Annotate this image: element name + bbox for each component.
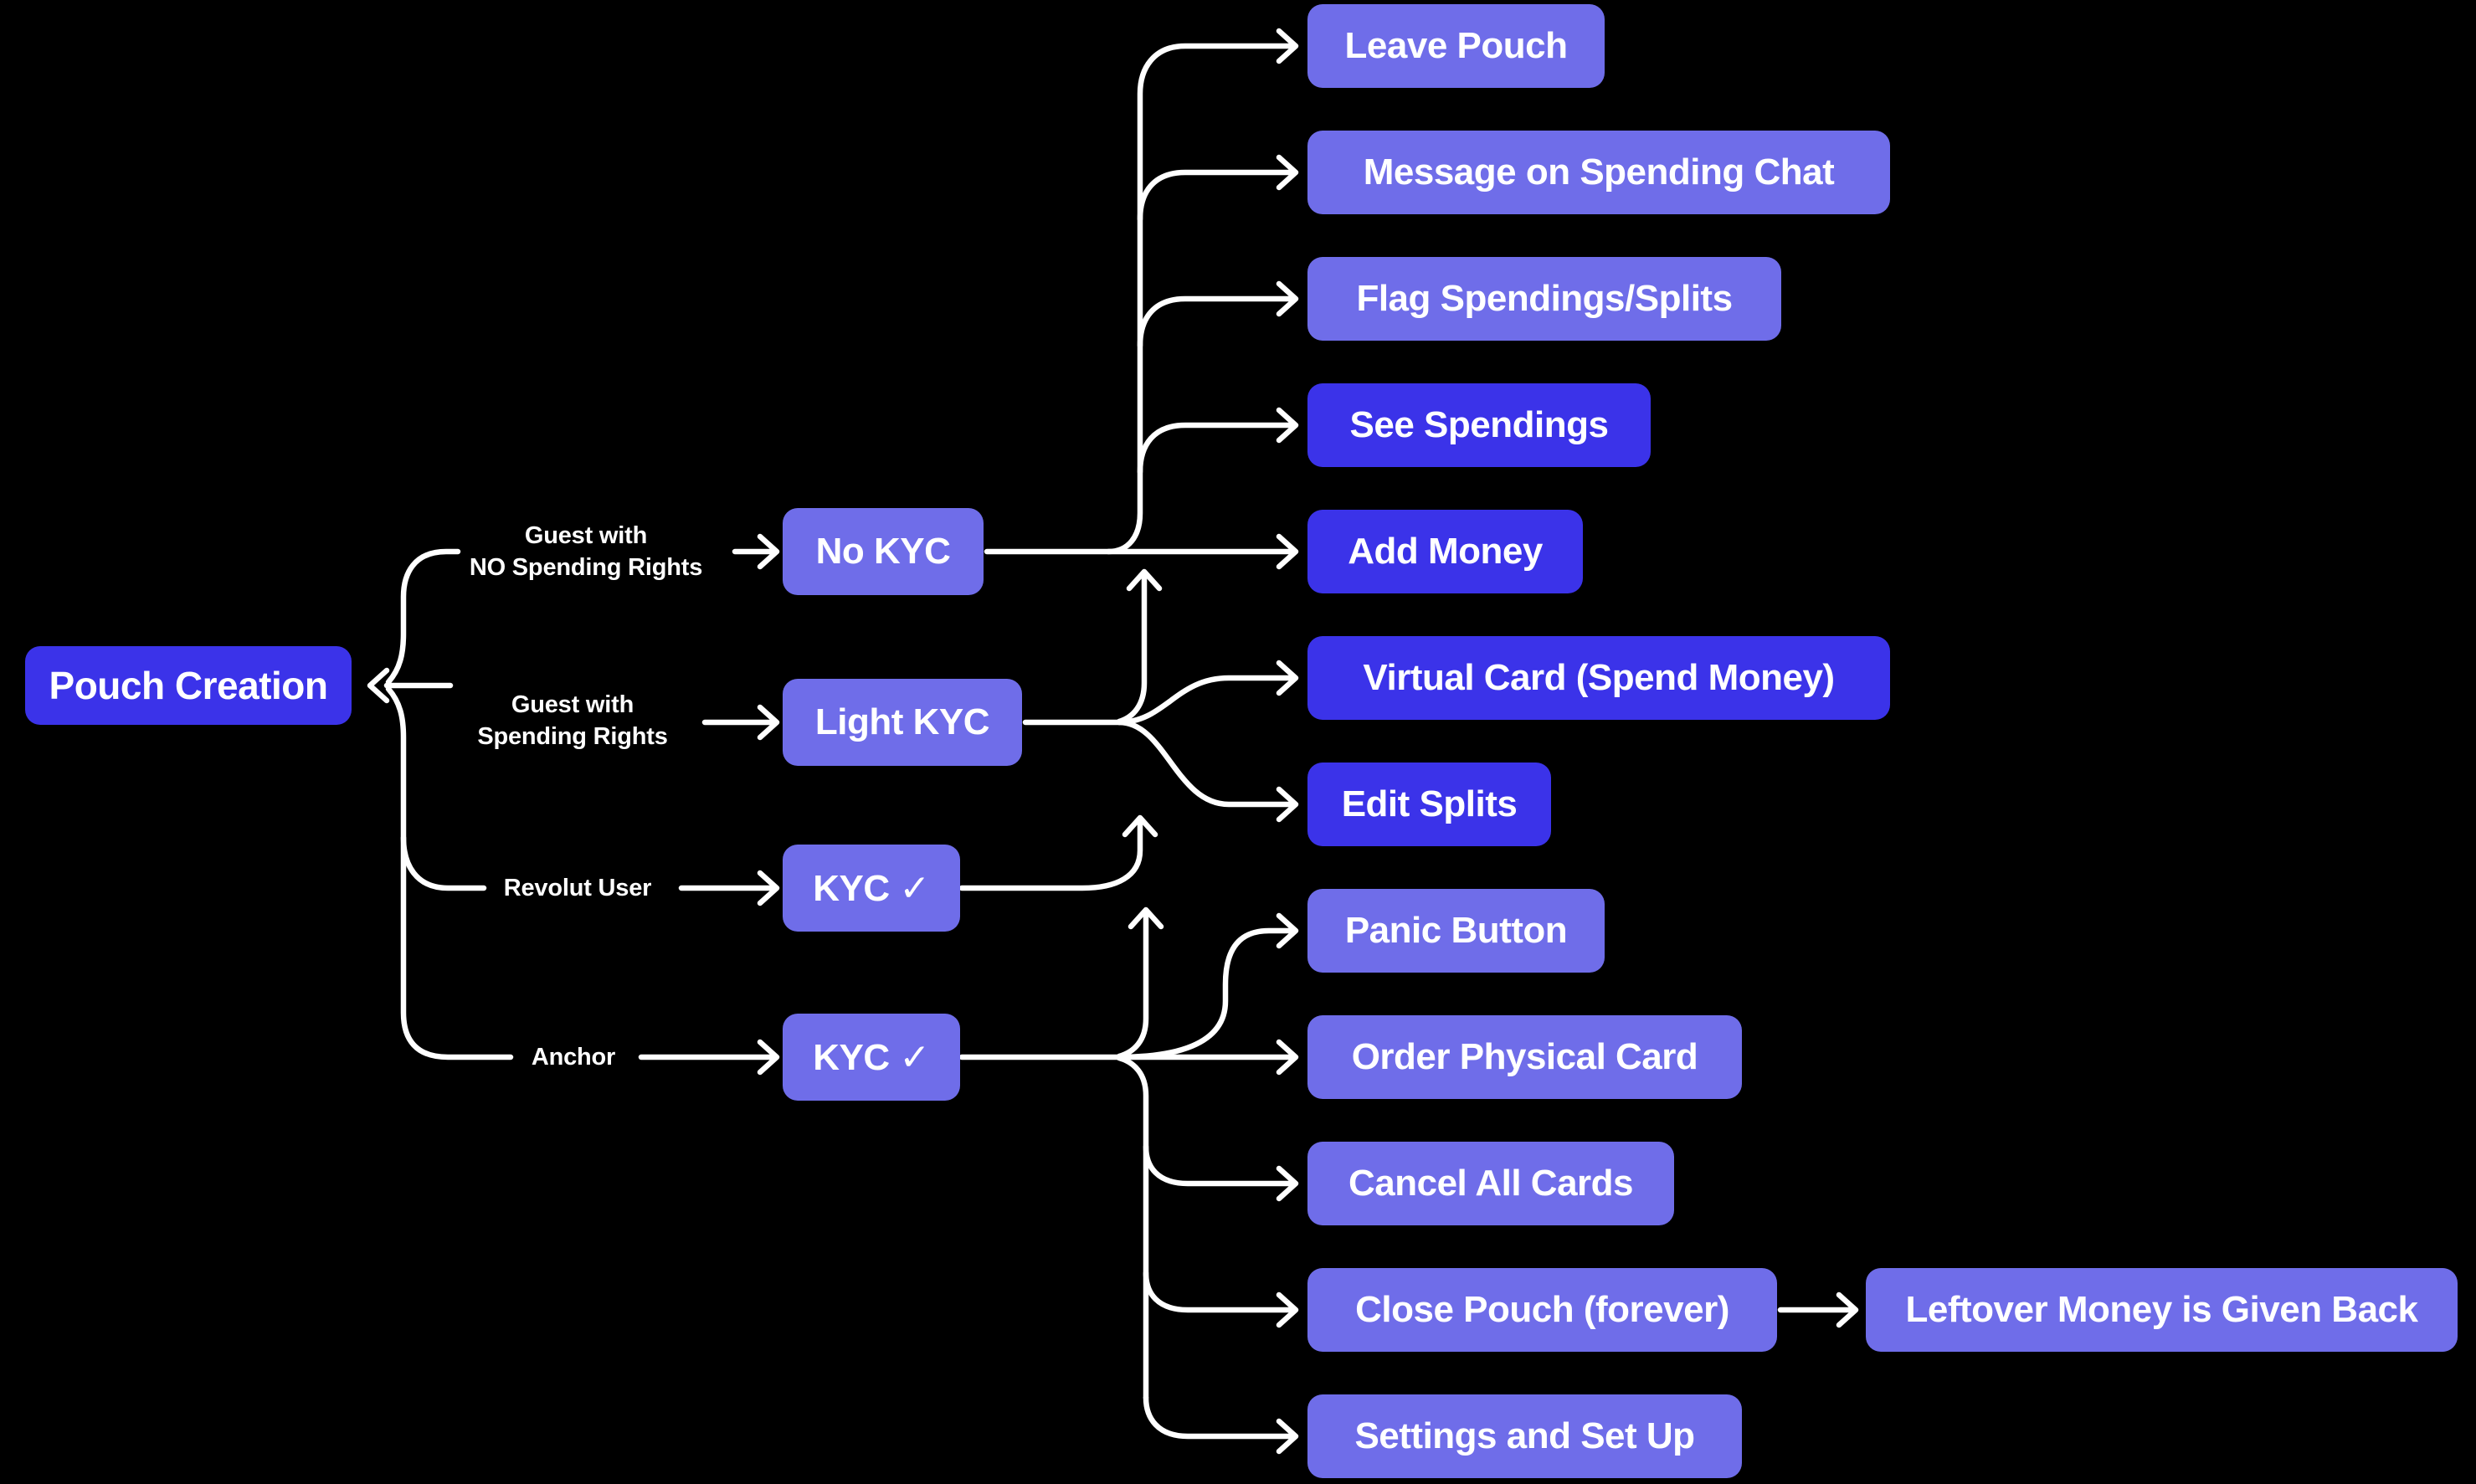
branch-edit-splits <box>1116 719 1299 823</box>
arrow-anchor-to-kyc <box>638 1039 780 1076</box>
branch-label-line: Guest with <box>524 522 648 549</box>
branch-label-guest-spending-rights: Guest with Spending Rights <box>422 680 723 761</box>
branch-panic-button <box>1116 912 1299 1060</box>
node-settings-and-set-up[interactable]: Settings and Set Up <box>1307 1394 1742 1478</box>
branch-virtual-card <box>1116 660 1299 726</box>
node-kyc-check-revolut[interactable]: KYC ✓ <box>783 845 960 932</box>
node-virtual-card-label: Virtual Card (Spend Money) <box>1363 657 1835 698</box>
node-close-pouch-forever-label: Close Pouch (forever) <box>1355 1289 1729 1330</box>
node-settings-and-set-up-label: Settings and Set Up <box>1354 1415 1695 1456</box>
branch-see-spendings <box>1137 407 1299 475</box>
anchor-kyc-branch-connectors <box>958 906 1299 1455</box>
arrow-guest-no-rights-to-no-kyc <box>732 533 780 570</box>
merge-arrow-up-to-light-kyc <box>958 814 1158 891</box>
branch-label-line: Revolut User <box>503 875 652 901</box>
node-virtual-card[interactable]: Virtual Card (Spend Money) <box>1307 636 1890 720</box>
branch-label-anchor: Anchor <box>448 1040 699 1075</box>
node-pouch-creation-label: Pouch Creation <box>49 664 328 707</box>
node-cancel-all-cards[interactable]: Cancel All Cards <box>1307 1142 1674 1225</box>
branch-label-line: Guest with <box>511 691 634 718</box>
node-message-on-spending-chat-label: Message on Spending Chat <box>1363 151 1835 193</box>
branch-cancel-cards <box>1143 1143 1299 1202</box>
node-no-kyc[interactable]: No KYC <box>783 508 984 595</box>
branch-label-guest-no-spending-rights: Guest with NO Spending Rights <box>435 511 737 592</box>
node-leave-pouch[interactable]: Leave Pouch <box>1307 4 1605 88</box>
node-panic-button[interactable]: Panic Button <box>1307 889 1605 973</box>
node-flag-spendings-splits-label: Flag Spendings/Splits <box>1356 278 1733 319</box>
node-see-spendings[interactable]: See Spendings <box>1307 383 1651 467</box>
node-pouch-creation[interactable]: Pouch Creation <box>25 646 352 725</box>
node-leave-pouch-label: Leave Pouch <box>1344 25 1568 66</box>
node-see-spendings-label: See Spendings <box>1349 404 1609 445</box>
node-edit-splits[interactable]: Edit Splits <box>1307 763 1551 846</box>
node-add-money-label: Add Money <box>1348 531 1543 572</box>
node-order-physical-card-label: Order Physical Card <box>1351 1036 1698 1077</box>
branch-settings <box>1143 1394 1299 1455</box>
node-order-physical-card[interactable]: Order Physical Card <box>1307 1015 1742 1099</box>
node-cancel-all-cards-label: Cancel All Cards <box>1348 1163 1634 1204</box>
node-leftover-money-given-back[interactable]: Leftover Money is Given Back <box>1866 1268 2458 1352</box>
node-light-kyc[interactable]: Light KYC <box>783 679 1022 766</box>
node-kyc-check-anchor[interactable]: KYC ✓ <box>783 1014 960 1101</box>
arrow-close-pouch-to-leftover <box>1777 1291 1859 1328</box>
merge-arrow-up-to-revolut-line <box>1116 906 1164 1060</box>
trunk-up-and-leave-pouch <box>1105 28 1299 555</box>
node-no-kyc-label: No KYC <box>815 531 951 572</box>
node-message-on-spending-chat[interactable]: Message on Spending Chat <box>1307 131 1890 214</box>
left-arrowhead <box>367 667 390 704</box>
node-panic-button-label: Panic Button <box>1344 910 1568 951</box>
fan-branch-to-revolut-row <box>400 834 487 891</box>
node-leftover-money-given-back-label: Leftover Money is Given Back <box>1905 1289 2419 1330</box>
merge-arrow-up-to-no-kyc-line <box>1116 568 1163 725</box>
trunk-down <box>1116 1055 1149 1401</box>
label-to-kyc-arrows <box>638 533 780 1076</box>
branch-label-line: Anchor <box>531 1044 616 1071</box>
pouch-fan-connectors <box>367 548 514 1060</box>
node-edit-splits-label: Edit Splits <box>1341 783 1518 824</box>
node-light-kyc-label: Light KYC <box>814 701 990 742</box>
no-kyc-branch-connectors <box>984 28 1299 570</box>
node-close-pouch-forever[interactable]: Close Pouch (forever) <box>1307 1268 1777 1352</box>
branch-close-pouch <box>1143 1270 1299 1328</box>
node-add-money[interactable]: Add Money <box>1307 510 1583 593</box>
node-flag-spendings-splits[interactable]: Flag Spendings/Splits <box>1307 257 1781 341</box>
branch-message-chat <box>1137 154 1299 223</box>
close-pouch-connector <box>1777 1291 1859 1328</box>
line-to-add-money <box>984 533 1299 570</box>
branch-label-line: NO Spending Rights <box>469 554 703 581</box>
branch-flag-spendings <box>1137 280 1299 349</box>
fan-up-to-no-kyc-row <box>385 548 461 686</box>
branch-label-line: Spending Rights <box>477 723 668 750</box>
light-kyc-branch-connectors <box>1022 568 1299 823</box>
arrow-guest-rights-to-light-kyc <box>701 704 780 741</box>
node-kyc-check-revolut-label: KYC ✓ <box>813 867 930 909</box>
revolut-kyc-connectors <box>958 814 1158 891</box>
branch-label-revolut-user: Revolut User <box>452 870 703 906</box>
arrow-revolut-user-to-kyc <box>678 870 780 906</box>
node-kyc-check-anchor-label: KYC ✓ <box>813 1036 930 1078</box>
fan-down-trunk-to-anchor-row <box>385 686 514 1060</box>
